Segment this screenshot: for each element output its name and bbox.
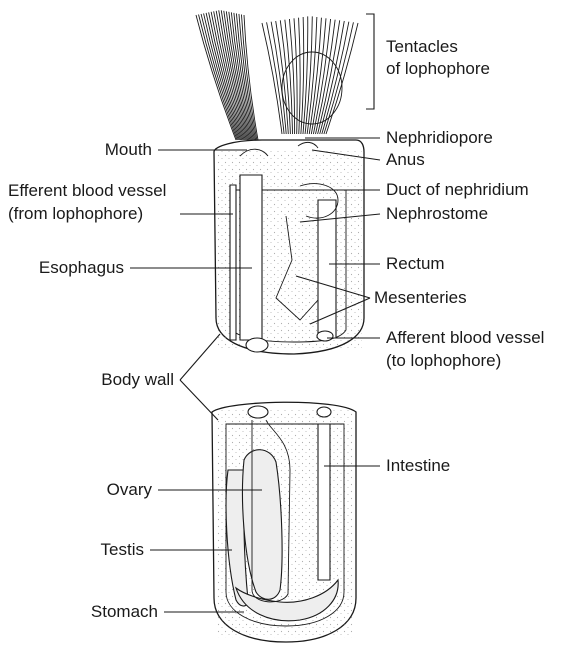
upper-body-stipple <box>217 150 362 350</box>
label-anus: Anus <box>386 150 425 169</box>
label-duct-of-nephridium: Duct of nephridium <box>386 180 529 199</box>
vessel-section-right <box>317 407 331 417</box>
upper-body-segment <box>196 10 364 354</box>
afferent-vessel-section <box>317 331 333 341</box>
label-intestine: Intestine <box>386 456 450 475</box>
label-tentacles-1: Tentacles <box>386 37 458 56</box>
label-efferent-2: (from lophophore) <box>8 204 143 223</box>
rectum-tube <box>318 200 336 338</box>
body-wall-leader-2 <box>180 380 218 420</box>
vessel-section-left <box>248 406 268 418</box>
label-mesenteries: Mesenteries <box>374 288 467 307</box>
tentacles-bracket <box>366 14 374 109</box>
tentacle-right <box>305 16 312 134</box>
label-esophagus: Esophagus <box>39 258 124 277</box>
label-tentacles-2: of lophophore <box>386 59 490 78</box>
tentacle-right <box>326 23 358 134</box>
label-stomach: Stomach <box>91 602 158 621</box>
efferent-vessel <box>230 185 236 340</box>
label-body-wall: Body wall <box>101 370 174 389</box>
label-nephridiopore: Nephridiopore <box>386 128 493 147</box>
tentacle-right <box>267 22 285 134</box>
label-afferent-2: (to lophophore) <box>386 351 501 370</box>
tentacle-right <box>299 18 301 134</box>
intestine-tube <box>318 424 330 580</box>
lower-body-segment <box>212 402 356 642</box>
lophophore-tentacles <box>196 10 358 140</box>
label-testis: Testis <box>101 540 144 559</box>
label-efferent-1: Efferent blood vessel <box>8 181 166 200</box>
tentacle-right <box>322 22 349 134</box>
label-mouth: Mouth <box>105 140 152 159</box>
lower-vessel-section <box>246 338 268 352</box>
label-ovary: Ovary <box>107 480 153 499</box>
label-nephrostome: Nephrostome <box>386 204 488 223</box>
label-afferent-1: Afferent blood vessel <box>386 328 544 347</box>
body-wall-leader-1 <box>180 334 220 380</box>
label-rectum: Rectum <box>386 254 445 273</box>
esophagus-tube <box>240 175 262 340</box>
tentacle-right <box>301 17 304 134</box>
